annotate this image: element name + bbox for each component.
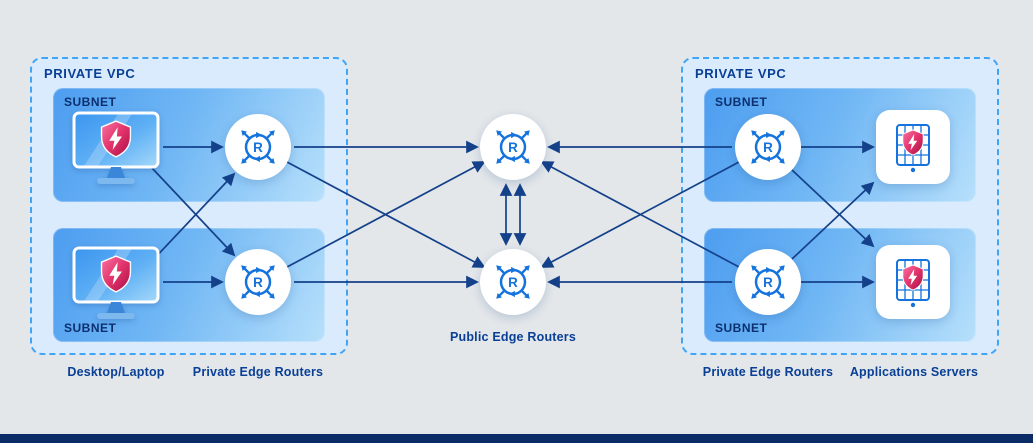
private-edge-router-icon [735,114,801,180]
right-subnet-bottom-label: SUBNET [715,321,768,335]
right-subnet-top-label: SUBNET [715,95,768,109]
desktop-laptop-icon [68,111,164,189]
right-private-vpc: PRIVATE VPC SUBNET SUBNET [681,57,999,355]
caption-applications-servers: Applications Servers [849,365,979,379]
public-edge-router-icon [480,114,546,180]
desktop-laptop-icon [68,246,164,324]
caption-desktop-laptop: Desktop/Laptop [67,365,165,379]
left-subnet-bottom-label: SUBNET [64,321,117,335]
left-vpc-label: PRIVATE VPC [44,66,136,81]
private-edge-router-icon [225,114,291,180]
private-edge-router-icon [225,249,291,315]
public-edge-router-icon [480,249,546,315]
caption-right-private-edge-routers: Private Edge Routers [702,365,834,379]
left-subnet-top-label: SUBNET [64,95,117,109]
application-server-icon [876,110,950,184]
caption-left-private-edge-routers: Private Edge Routers [192,365,324,379]
right-vpc-label: PRIVATE VPC [695,66,787,81]
caption-public-edge-routers: Public Edge Routers [449,330,577,344]
private-edge-router-icon [735,249,801,315]
bottom-accent-bar [0,434,1033,443]
application-server-icon [876,245,950,319]
